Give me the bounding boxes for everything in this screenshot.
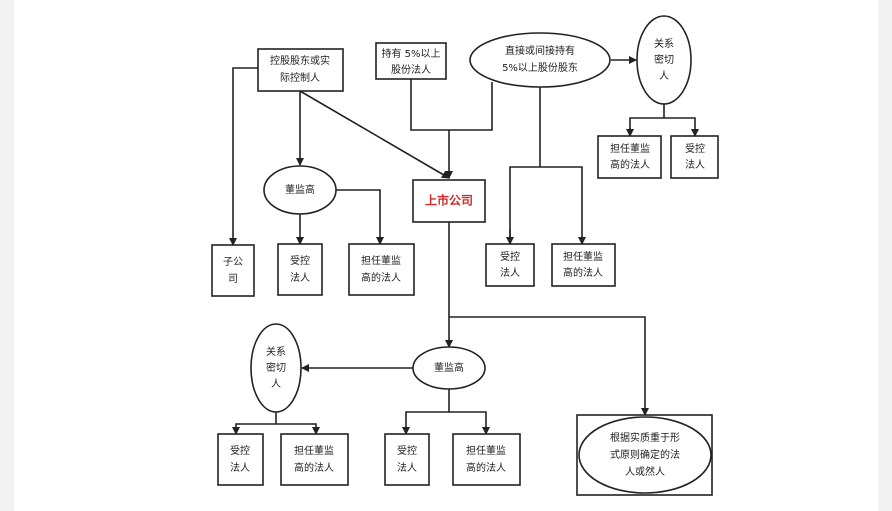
mid-controlled-line-2: 法人 — [500, 266, 520, 279]
node-bottom-director-legal-1: 担任董监 高的法人 — [280, 433, 349, 486]
upper-controlled-line-1: 受控 — [290, 254, 310, 267]
node-top-director-legal: 受控 法人 — [670, 135, 719, 179]
dsh-upper-label: 董监高 — [285, 183, 315, 196]
left-margin — [0, 0, 14, 511]
top-director-line-1: 受控 — [685, 142, 705, 155]
upper-director-line-2: 高的法人 — [361, 271, 401, 284]
node-upper-director-legal: 担任董监 高的法人 — [348, 243, 415, 296]
node-5pct-shareholder: 直接或间接持有 5%以上股份股东 — [469, 32, 611, 88]
listed-company-label: 上市公司 — [425, 193, 473, 208]
substance-line-3: 人或然人 — [625, 465, 665, 478]
node-listed-company: 上市公司 — [412, 179, 486, 223]
bottom-director-2-line-1: 担任董监 — [466, 444, 506, 457]
node-controlling-shareholder: 控股股东或实 际控制人 — [257, 48, 344, 92]
connectors — [229, 56, 699, 435]
mid-director-line-1: 担任董监 — [563, 250, 603, 263]
holder5-legal-line-1: 持有 5%以上 — [381, 47, 440, 60]
node-bottom-director-legal-2: 担任董监 高的法人 — [452, 433, 521, 486]
mid-controlled-line-1: 受控 — [500, 250, 520, 263]
mid-director-line-2: 高的法人 — [563, 266, 603, 279]
top-controlled-line-2: 高的法人 — [610, 158, 650, 171]
node-mid-controlled-legal: 受控 法人 — [485, 243, 535, 287]
node-dsh-upper: 董监高 — [263, 165, 337, 215]
upper-director-line-1: 担任董监 — [361, 254, 401, 267]
bottom-director-1-line-2: 高的法人 — [294, 461, 334, 474]
controlling-line-1: 控股股东或实 — [270, 54, 330, 67]
substance-line-1: 根据实质重于形 — [610, 431, 680, 444]
node-mid-director-legal: 担任董监 高的法人 — [551, 243, 616, 287]
node-bottom-controlled-legal-2: 受控 法人 — [384, 433, 430, 486]
bottom-controlled-1-line-2: 法人 — [230, 461, 250, 474]
top-director-line-2: 法人 — [685, 158, 705, 171]
bottom-director-1-line-1: 担任董监 — [294, 444, 334, 457]
bottom-controlled-2-line-2: 法人 — [397, 461, 417, 474]
top-controlled-line-1: 担任董监 — [610, 142, 650, 155]
dsh-lower-label: 董监高 — [434, 361, 464, 374]
node-bottom-controlled-legal-1: 受控 法人 — [217, 433, 264, 486]
upper-controlled-line-2: 法人 — [290, 271, 310, 284]
close-rel-bottom-line-2: 密切 — [266, 361, 286, 374]
node-5pct-legal-holder: 持有 5%以上 股份法人 — [375, 42, 447, 80]
node-subsidiary: 子公 司 — [211, 244, 255, 297]
node-top-controlled-legal: 担任董监 高的法人 — [597, 135, 662, 179]
subsidiary-line-1: 子公 — [223, 256, 243, 268]
node-substance-over-form: 根据实质重于形 式原则确定的法 人或然人 — [576, 414, 713, 496]
bottom-controlled-2-line-1: 受控 — [397, 444, 417, 457]
holder5-share-line-1: 直接或间接持有 — [505, 44, 575, 57]
holder5-share-line-2: 5%以上股份股东 — [502, 61, 578, 74]
holder5-legal-line-2: 股份法人 — [391, 63, 431, 76]
substance-line-2: 式原则确定的法 — [610, 448, 680, 461]
close-rel-top-line-1: 关系 — [654, 37, 674, 50]
controlling-line-2: 际控制人 — [280, 71, 320, 84]
bottom-controlled-1-line-1: 受控 — [230, 444, 250, 457]
node-upper-controlled-legal: 受控 法人 — [277, 243, 323, 296]
node-close-relatives-bottom: 关系 密切 人 — [250, 323, 302, 413]
close-rel-bottom-line-3: 人 — [271, 378, 281, 390]
close-rel-top-line-2: 密切 — [654, 53, 674, 66]
node-dsh-lower: 董监高 — [412, 346, 486, 390]
close-rel-bottom-line-1: 关系 — [266, 345, 286, 358]
bottom-director-2-line-2: 高的法人 — [466, 461, 506, 474]
subsidiary-line-2: 司 — [228, 274, 238, 285]
node-close-relatives-top: 关系 密切 人 — [636, 15, 692, 105]
close-rel-top-line-3: 人 — [659, 70, 669, 82]
right-margin — [878, 0, 892, 511]
